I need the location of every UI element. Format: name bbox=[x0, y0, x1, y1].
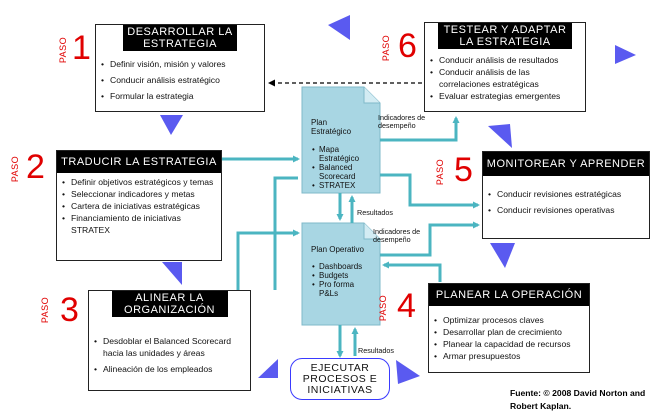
arrow-planop-to-step5 bbox=[380, 221, 480, 257]
step-list-4: Optimizar procesos claves Desarrollar pl… bbox=[429, 306, 589, 364]
list-item: Conducir análisis estratégico bbox=[101, 74, 260, 86]
list-item: Conducir revisiones operativas bbox=[488, 204, 645, 216]
paso-label-6: PASO bbox=[381, 34, 392, 62]
plan-estrategico-title: Plan Estratégico bbox=[311, 118, 352, 136]
step-list-5: Conducir revisiones estratégicas Conduci… bbox=[483, 176, 649, 218]
triangle-3 bbox=[162, 262, 182, 285]
execute-oval: EJECUTAR PROCESOS E INICIATIVAS bbox=[290, 358, 390, 400]
step-list-1: Definir visión, misión y valores Conduci… bbox=[96, 51, 264, 104]
step-number-2: 2 bbox=[26, 148, 45, 186]
arrow-plan-to-step5 bbox=[380, 173, 480, 209]
list-item: Seleccionar indicadores y metas bbox=[62, 188, 217, 200]
paso-label-5: PASO bbox=[435, 158, 446, 186]
list-item: Desdoblar el Balanced Scorecard hacia la… bbox=[94, 335, 246, 359]
step-list-3: Desdoblar el Balanced Scorecard hacia la… bbox=[89, 317, 250, 377]
step-title-2: TRADUCIR LA ESTRATEGIA bbox=[57, 151, 221, 173]
step-number-3: 3 bbox=[60, 291, 79, 329]
step-title-4: PLANEAR LA OPERACIÓN bbox=[429, 284, 589, 306]
triangle-7 bbox=[488, 124, 512, 148]
step-title-6: TESTEAR Y ADAPTAR LA ESTRATEGIA bbox=[438, 23, 572, 49]
list-item: Formular la estrategia bbox=[101, 90, 260, 102]
list-item: Optimizar procesos claves bbox=[434, 314, 585, 326]
plan-estrategico-text: Plan Estratégico Mapa Estratégico Balanc… bbox=[311, 118, 377, 190]
list-item: Evaluar estrategias emergentes bbox=[430, 90, 581, 102]
list-item: Definir objetivos estratégicos y temas bbox=[62, 176, 217, 188]
list-item: Armar presupuestos bbox=[434, 350, 585, 362]
paso-label-1: PASO bbox=[58, 36, 69, 64]
plan-operativo-text: Plan Operativo Dashboards Budgets Pro fo… bbox=[311, 245, 377, 298]
paso-label-2: PASO bbox=[10, 155, 21, 183]
triangle-6 bbox=[490, 243, 515, 268]
list-item: Definir visión, misión y valores bbox=[101, 58, 260, 70]
list-item: Budgets bbox=[312, 271, 377, 280]
list-item: Pro forma P&Ls bbox=[312, 280, 363, 298]
list-item: Balanced Scorecard bbox=[312, 163, 367, 181]
list-item: Conducir revisiones estratégicas bbox=[488, 188, 645, 200]
step-box-5: MONITOREAR Y APRENDER Conducir revisione… bbox=[482, 151, 650, 239]
step-box-1: DESARROLLAR LA ESTRATEGIA Definir visión… bbox=[95, 24, 265, 112]
list-item: Desarrollar plan de crecimiento bbox=[434, 326, 585, 338]
list-item: STRATEX bbox=[312, 181, 377, 190]
list-item: Mapa Estratégico bbox=[312, 145, 361, 163]
plan-operativo-list: Dashboards Budgets Pro forma P&Ls bbox=[311, 262, 377, 298]
triangle-5 bbox=[396, 360, 420, 384]
paso-label-3: PASO bbox=[40, 296, 51, 324]
list-item: Planear la capacidad de recursos bbox=[434, 338, 585, 350]
label-resultados-bottom: Resultados bbox=[358, 346, 394, 355]
step-number-5: 5 bbox=[454, 151, 473, 189]
step-number-6: 6 bbox=[398, 27, 417, 65]
step-box-3: ALINEAR LA ORGANIZACIÓN Desdoblar el Bal… bbox=[88, 290, 251, 391]
plan-operativo-title: Plan Operativo bbox=[311, 245, 364, 254]
step-number-1: 1 bbox=[72, 29, 91, 67]
step-number-4: 4 bbox=[397, 287, 416, 325]
triangle-4 bbox=[258, 359, 278, 378]
step-title-3: ALINEAR LA ORGANIZACIÓN bbox=[111, 291, 228, 317]
step-box-4: PLANEAR LA OPERACIÓN Optimizar procesos … bbox=[428, 283, 590, 373]
step-box-2: TRADUCIR LA ESTRATEGIA Definir objetivos… bbox=[56, 150, 222, 261]
triangle-2 bbox=[160, 115, 183, 135]
source-credit: Fuente: © 2008 David Norton and Robert K… bbox=[510, 388, 646, 411]
plan-estrategico-list: Mapa Estratégico Balanced Scorecard STRA… bbox=[311, 145, 377, 190]
arrow-plan-to-step3 bbox=[273, 176, 298, 290]
arrow-step3-to-plan bbox=[236, 229, 300, 290]
label-resultados-mid: Resultados bbox=[357, 208, 393, 217]
step-list-6: Conducir análisis de resultados Conducir… bbox=[425, 49, 585, 104]
step-list-2: Definir objetivos estratégicos y temas S… bbox=[57, 173, 221, 238]
list-item: Alineación de los empleados bbox=[94, 363, 246, 375]
step-title-5: MONITOREAR Y APRENDER bbox=[483, 152, 649, 176]
arrow-plan-to-step6 bbox=[380, 116, 460, 142]
list-item: Conducir análisis de las correlaciones e… bbox=[430, 66, 581, 90]
label-indicadores-top: Indicadores de desempeño bbox=[378, 113, 426, 130]
list-item: Cartera de iniciativas estratégicas bbox=[62, 200, 217, 212]
triangle-1 bbox=[328, 15, 350, 40]
arrow-step4-to-planop bbox=[382, 261, 442, 282]
triangle-8 bbox=[615, 45, 636, 64]
list-item: Financiamiento de iniciativas STRATEX bbox=[62, 212, 217, 236]
list-item: Dashboards bbox=[312, 262, 377, 271]
label-indicadores-mid: Indicadores de desempeño bbox=[373, 227, 421, 244]
list-item: Conducir análisis de resultados bbox=[430, 54, 581, 66]
paso-label-4: PASO bbox=[378, 294, 389, 322]
step-box-6: TESTEAR Y ADAPTAR LA ESTRATEGIA Conducir… bbox=[424, 22, 586, 112]
step-title-1: DESARROLLAR LA ESTRATEGIA bbox=[123, 25, 237, 51]
